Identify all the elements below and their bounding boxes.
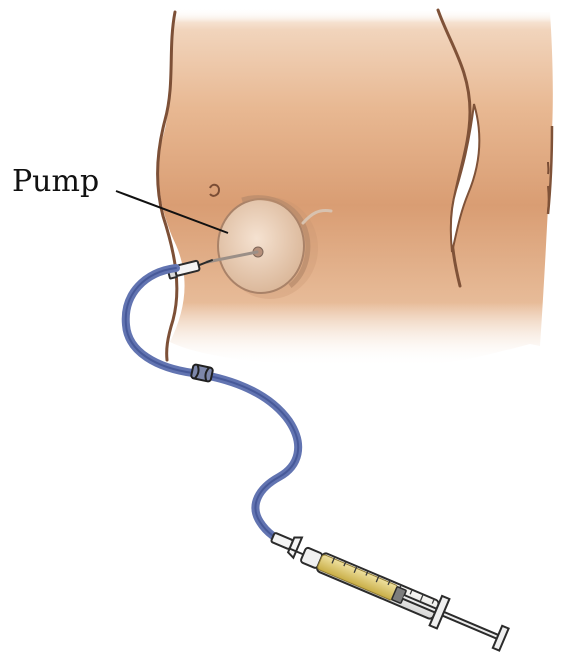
body-torso [158, 0, 560, 367]
syringe-plunger-rod-highlight [404, 597, 499, 637]
top-fade [160, 0, 560, 30]
pump-body [218, 199, 304, 293]
pump-label: Pump [12, 164, 99, 199]
syringe-icon [282, 533, 510, 654]
right-edge-contour-2 [548, 186, 549, 212]
tube-clamp-icon [191, 364, 213, 382]
syringe-fluid [317, 554, 399, 601]
